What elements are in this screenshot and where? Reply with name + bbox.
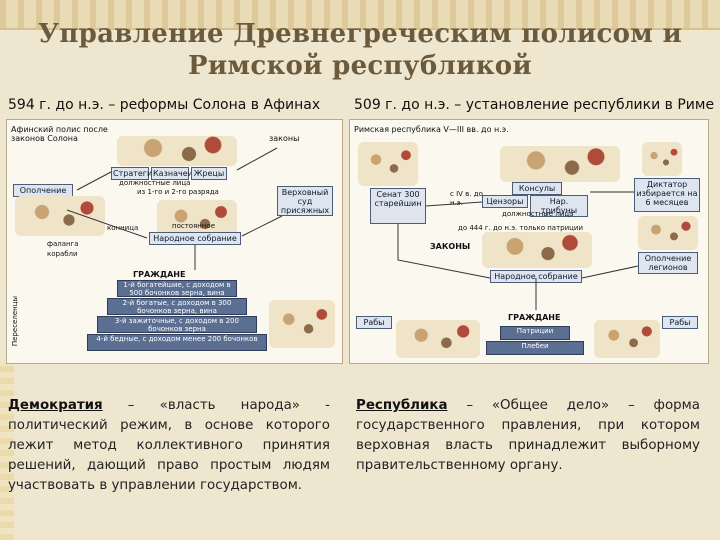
- greek-meander-border: [0, 0, 720, 30]
- slide-title: Управление Древнегреческим полисом и Рим…: [37, 19, 683, 81]
- left-heading: 594 г. до н.э. – реформы Солона в Афинах: [8, 97, 321, 113]
- court-box: Верховный суд присяжных: [277, 186, 333, 216]
- officials-note: должностные лица: [502, 210, 574, 218]
- cavalry-label: конница: [107, 224, 139, 232]
- before-note: с IV в. до н.э.: [450, 190, 483, 207]
- plebs-tier: Плебеи: [486, 341, 584, 355]
- democracy-text: – «власть народа» - политический режим, …: [8, 398, 330, 493]
- laws-label: законы: [269, 134, 300, 143]
- laws-label: ЗАКОНЫ: [430, 242, 471, 251]
- decorative-column: [0, 360, 14, 540]
- slaves-left-box: Рабы: [356, 316, 392, 329]
- workers-figures: [269, 300, 335, 348]
- class-3: 3-й зажиточные, с доходом в 200 бочонков…: [97, 316, 257, 333]
- republic-definition: Республика – «Общее дело» – форма госуда…: [356, 396, 700, 476]
- right-heading: 509 г. до н.э. – установление республики…: [354, 97, 715, 113]
- phalanx-label: фаланга: [47, 240, 79, 248]
- officials-strategi: Стратеги: [111, 167, 153, 180]
- assembly-box: Народное собрание: [149, 232, 241, 245]
- class-2: 2-й богатые, с доходом в 300 бочонков зе…: [107, 298, 247, 315]
- assembly-figures: [482, 232, 592, 268]
- elected-note: из 1-го и 2-го разряда: [137, 188, 219, 196]
- consuls-box: Консулы: [512, 182, 562, 195]
- republic-text: – «Общее дело» – форма государственного …: [356, 398, 700, 473]
- dictator-figure: [642, 142, 682, 176]
- patricians-tier: Патриции: [500, 326, 570, 340]
- council-label: постоянное: [172, 222, 216, 230]
- left-workers-figures: [396, 320, 480, 358]
- legions-box: Ополчение легионов: [638, 252, 698, 274]
- senate-box: Сенат 300 старейшин: [370, 188, 426, 224]
- officials-treasurers: Казначеи: [151, 167, 193, 180]
- patrician-note: до 444 г. до н.э. только патриции: [458, 224, 583, 232]
- tribunes-box: Нар. трибуны: [530, 195, 588, 217]
- slaves-right-box: Рабы: [662, 316, 698, 329]
- officials-note: должностные лица: [119, 179, 191, 187]
- legion-figures: [638, 216, 698, 250]
- ships-label: корабли: [47, 250, 78, 258]
- class-4: 4-й бедные, с доходом менее 200 бочонков: [87, 334, 267, 351]
- cavalry-figures: [15, 196, 105, 236]
- censors-box: Цензоры: [482, 195, 528, 208]
- rome-diagram: Римская республика V—III вв. до н.э. Сен…: [349, 119, 709, 364]
- citizens-label: ГРАЖДАНЕ: [508, 313, 561, 322]
- athens-diagram: Афинский полис после законов Солона зако…: [6, 119, 343, 364]
- officials-priests: Жрецы: [191, 167, 227, 180]
- citizens-label: ГРАЖДАНЕ: [133, 270, 186, 279]
- democracy-term: Демократия: [8, 398, 103, 413]
- athens-caption: Афинский полис после законов Солона: [11, 125, 108, 143]
- right-workers-figures: [594, 320, 660, 358]
- athens-arrows: [66, 147, 283, 270]
- class-1: 1-й богатейшие, с доходом в 500 бочонков…: [117, 280, 237, 297]
- rome-caption: Римская республика V—III вв. до н.э.: [354, 125, 509, 134]
- senate-figures: [358, 142, 418, 186]
- consuls-figures: [500, 146, 620, 182]
- officials-figures: [117, 136, 237, 166]
- dictator-box: Диктатор избирается на 6 месяцев: [634, 178, 700, 212]
- democracy-definition: Демократия – «власть народа» - политичес…: [8, 396, 330, 496]
- rome-arrows: [397, 191, 639, 310]
- republic-term: Республика: [356, 398, 448, 413]
